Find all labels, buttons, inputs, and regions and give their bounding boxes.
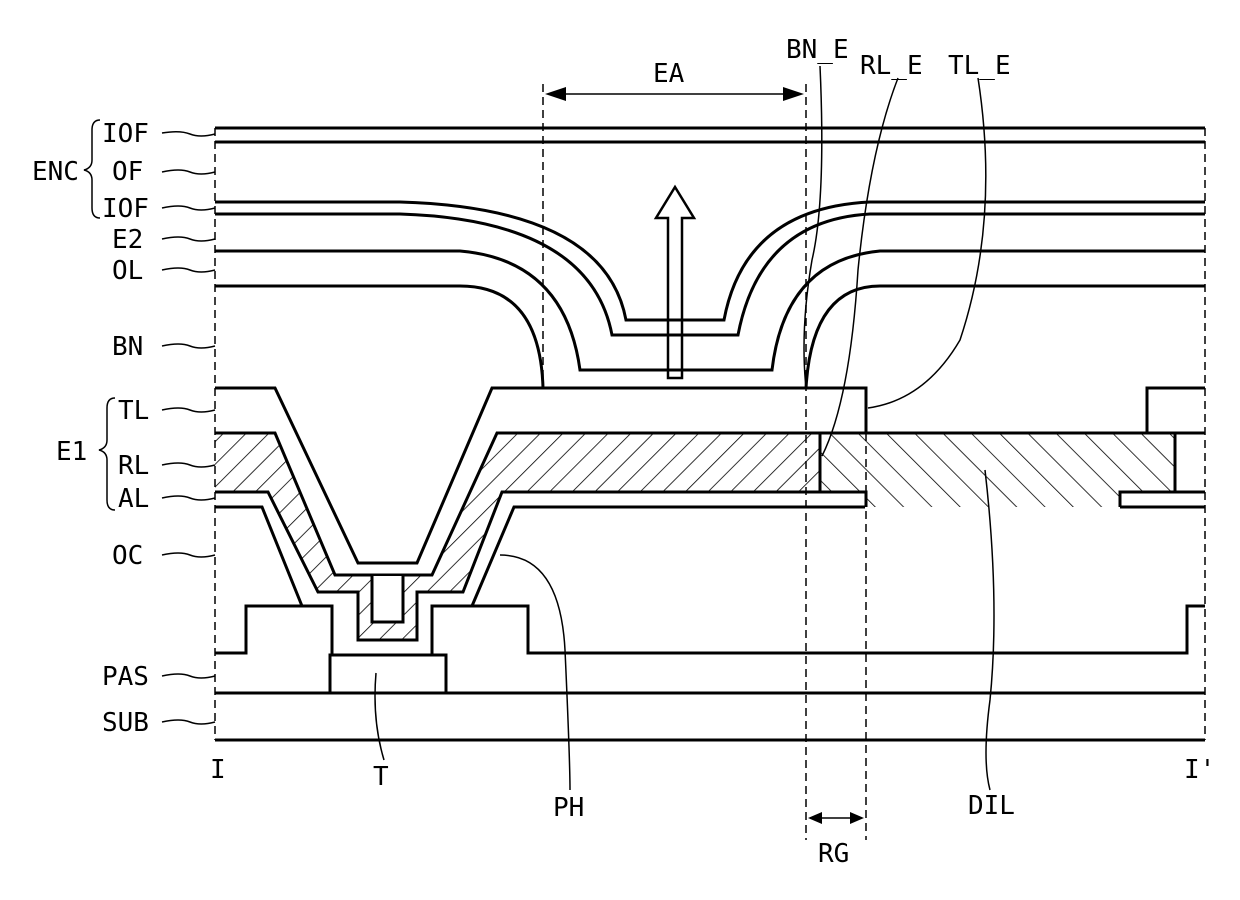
label-t: T xyxy=(373,762,389,792)
ol-leader xyxy=(162,268,215,272)
rl-leader xyxy=(162,463,215,467)
label-e1: E1 xyxy=(56,437,87,467)
iof-lower-line xyxy=(215,202,1205,320)
bn-right-edge xyxy=(806,286,1205,388)
pas-leader xyxy=(162,674,215,678)
label-tl: TL xyxy=(118,396,149,426)
rg-arrow-left-icon xyxy=(808,812,822,824)
dil-leader xyxy=(985,470,994,790)
label-bn: BN xyxy=(112,332,143,362)
section-mark-end: I' xyxy=(1184,755,1215,785)
oc-leader xyxy=(162,553,215,557)
label-sub: SUB xyxy=(102,708,149,738)
passivation-layer-right xyxy=(432,606,1205,655)
label-enc: ENC xyxy=(32,157,79,187)
label-rl-e: RL_E xyxy=(860,51,923,81)
sub-leader xyxy=(162,720,215,724)
of-leader xyxy=(162,170,215,174)
label-al: AL xyxy=(118,484,149,514)
al-leader xyxy=(162,496,215,500)
passivation-layer-left xyxy=(215,606,332,655)
tl-leader xyxy=(162,408,215,412)
label-oc: OC xyxy=(112,541,143,571)
rl-reflective-layer xyxy=(215,433,820,640)
enc-brace-icon xyxy=(84,120,100,218)
section-mark-start: I xyxy=(210,755,226,785)
label-pas: PAS xyxy=(102,662,149,692)
label-iof-top: IOF xyxy=(102,119,149,149)
light-emission-arrow-icon xyxy=(656,187,694,378)
e1-brace-icon xyxy=(99,398,115,510)
e2-leader xyxy=(162,237,215,241)
label-bn-e: BN_E xyxy=(786,35,849,65)
label-rg: RG xyxy=(818,839,849,869)
ea-arrow-left-icon xyxy=(545,87,566,101)
label-ph: PH xyxy=(553,793,584,823)
label-ea: EA xyxy=(653,59,685,89)
ph-leader xyxy=(500,555,570,790)
iof-bottom-leader xyxy=(162,206,215,210)
rl-e-leader xyxy=(822,78,898,456)
label-of: OF xyxy=(112,157,143,187)
label-iof-bottom: IOF xyxy=(102,194,149,224)
dil-layer xyxy=(820,433,1175,507)
bn-leader xyxy=(162,344,215,348)
rl-contact-fill xyxy=(372,576,403,622)
label-dil: DIL xyxy=(968,791,1015,821)
rg-arrow-right-icon xyxy=(850,812,864,824)
label-ol: OL xyxy=(112,256,143,286)
label-rl: RL xyxy=(118,451,149,481)
label-e2: E2 xyxy=(112,225,143,255)
iof-top-leader xyxy=(162,132,215,136)
bn-left-edge xyxy=(215,286,543,388)
ol-organic-layer xyxy=(215,251,1205,370)
tl-right-segment xyxy=(1147,388,1205,433)
thin-film-transistor xyxy=(330,655,446,693)
t-leader xyxy=(375,673,384,760)
ea-arrow-right-icon xyxy=(783,87,804,101)
al-layer-right xyxy=(1120,492,1205,507)
label-tl-e: TL_E xyxy=(948,51,1011,81)
e2-cathode-line xyxy=(215,214,1205,335)
